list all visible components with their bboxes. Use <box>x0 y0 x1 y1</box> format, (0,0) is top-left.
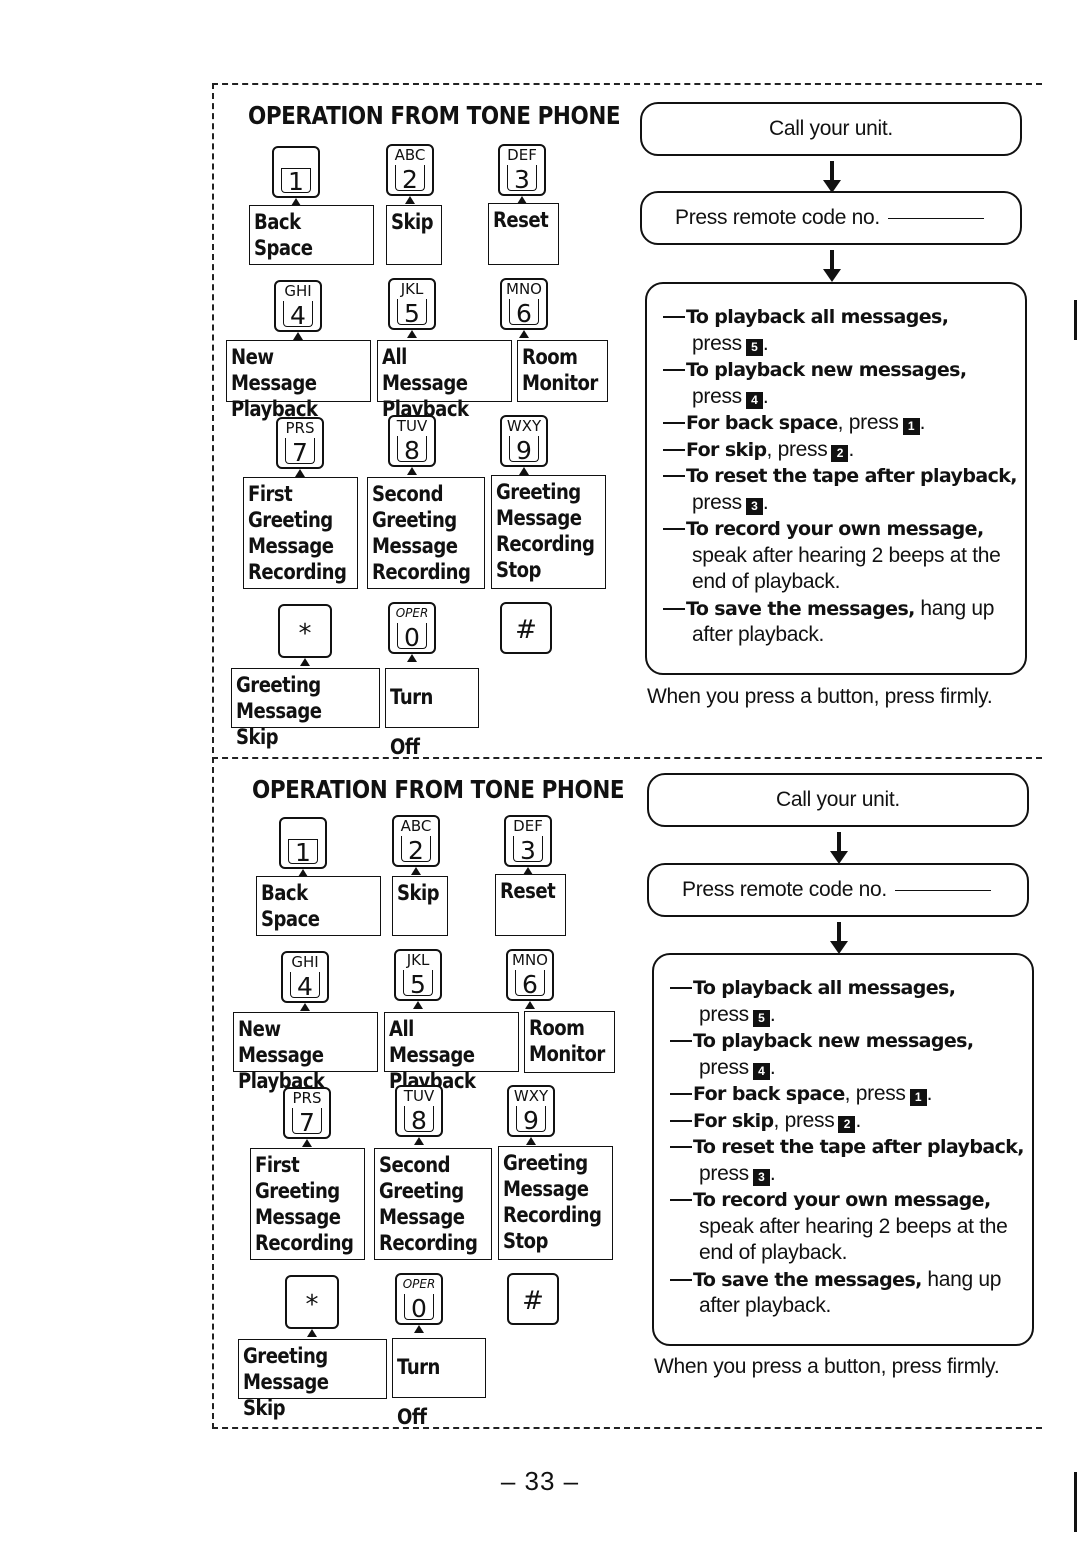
function-turn-off: Turn Off <box>385 668 479 759</box>
down-arrow-icon <box>823 250 841 282</box>
key-2-icon: 2 <box>831 444 849 462</box>
key-5-icon: 5 <box>745 338 763 356</box>
instruction-record-message: To record your own message,speak after h… <box>663 516 1017 596</box>
step-remote-code: Press remote code no. <box>640 191 1022 245</box>
page-number: – 33 – <box>500 1466 580 1496</box>
margin-rule <box>1074 1472 1077 1532</box>
key-1-icon: 1 <box>902 418 920 435</box>
function-skip: Skip <box>386 205 442 265</box>
key-1: 1 <box>272 146 320 206</box>
key-5-icon: 5 <box>752 1009 770 1027</box>
key-3-icon: 3 <box>752 1168 770 1186</box>
key-star: * <box>285 1275 339 1337</box>
function-back-space: Back Space <box>249 205 374 265</box>
down-arrow-icon <box>823 161 841 193</box>
function-all-message-playback: All Message Playback <box>377 340 512 421</box>
step-call-unit: Call your unit. <box>640 102 1022 156</box>
function-all-message-playback: All Message Playback <box>384 1012 519 1093</box>
press-firmly-note: When you press a button, press firmly. <box>647 685 993 708</box>
function-greeting-message-skip: Greeting Message Skip <box>238 1339 387 1420</box>
key-1-icon: 1 <box>909 1089 927 1106</box>
function-second-greeting-message-recording: Second Greeting Message Recording <box>374 1148 492 1260</box>
step-call-unit: Call your unit. <box>647 773 1029 827</box>
function-second-greeting-message-recording: Second Greeting Message Recording <box>367 477 485 589</box>
down-arrow-icon <box>830 922 848 954</box>
key-2-icon: 2 <box>838 1115 856 1133</box>
step-remote-code: Press remote code no. <box>647 863 1029 917</box>
function-room-monitor: Room Monitor <box>524 1011 615 1073</box>
function-turn-off: Turn Off <box>392 1338 486 1429</box>
function-new-message-playback: New Message Playback <box>226 340 371 421</box>
key-hash: # <box>507 1273 559 1325</box>
function-skip: Skip <box>392 876 448 936</box>
pane-title: OPERATION FROM TONE PHONE <box>248 101 621 130</box>
pane-title: OPERATION FROM TONE PHONE <box>252 775 625 804</box>
key-4-icon: 4 <box>745 391 763 409</box>
key-4-icon: 4 <box>752 1062 770 1080</box>
down-arrow-icon <box>830 832 848 864</box>
function-greeting-message-recording-stop: Greeting Message Recording Stop <box>491 475 606 589</box>
margin-rule <box>1074 300 1077 340</box>
key-3-icon: 3 <box>745 497 763 515</box>
function-first-greeting-message-recording: First Greeting Message Recording <box>250 1148 365 1260</box>
function-greeting-message-skip: Greeting Message Skip <box>231 668 380 749</box>
key-star: * <box>278 604 332 666</box>
instruction-record-message: To record your own message,speak after h… <box>670 1187 1024 1267</box>
function-back-space: Back Space <box>256 876 381 936</box>
function-new-message-playback: New Message Playback <box>233 1012 378 1093</box>
press-firmly-note: When you press a button, press firmly. <box>654 1355 1000 1378</box>
function-reset: Reset <box>495 874 566 936</box>
function-room-monitor: Room Monitor <box>517 340 608 402</box>
function-greeting-message-recording-stop: Greeting Message Recording Stop <box>498 1146 613 1260</box>
key-1: 1 <box>279 817 327 877</box>
function-reset: Reset <box>488 203 559 265</box>
key-hash: # <box>500 602 552 654</box>
function-first-greeting-message-recording: First Greeting Message Recording <box>243 477 358 589</box>
